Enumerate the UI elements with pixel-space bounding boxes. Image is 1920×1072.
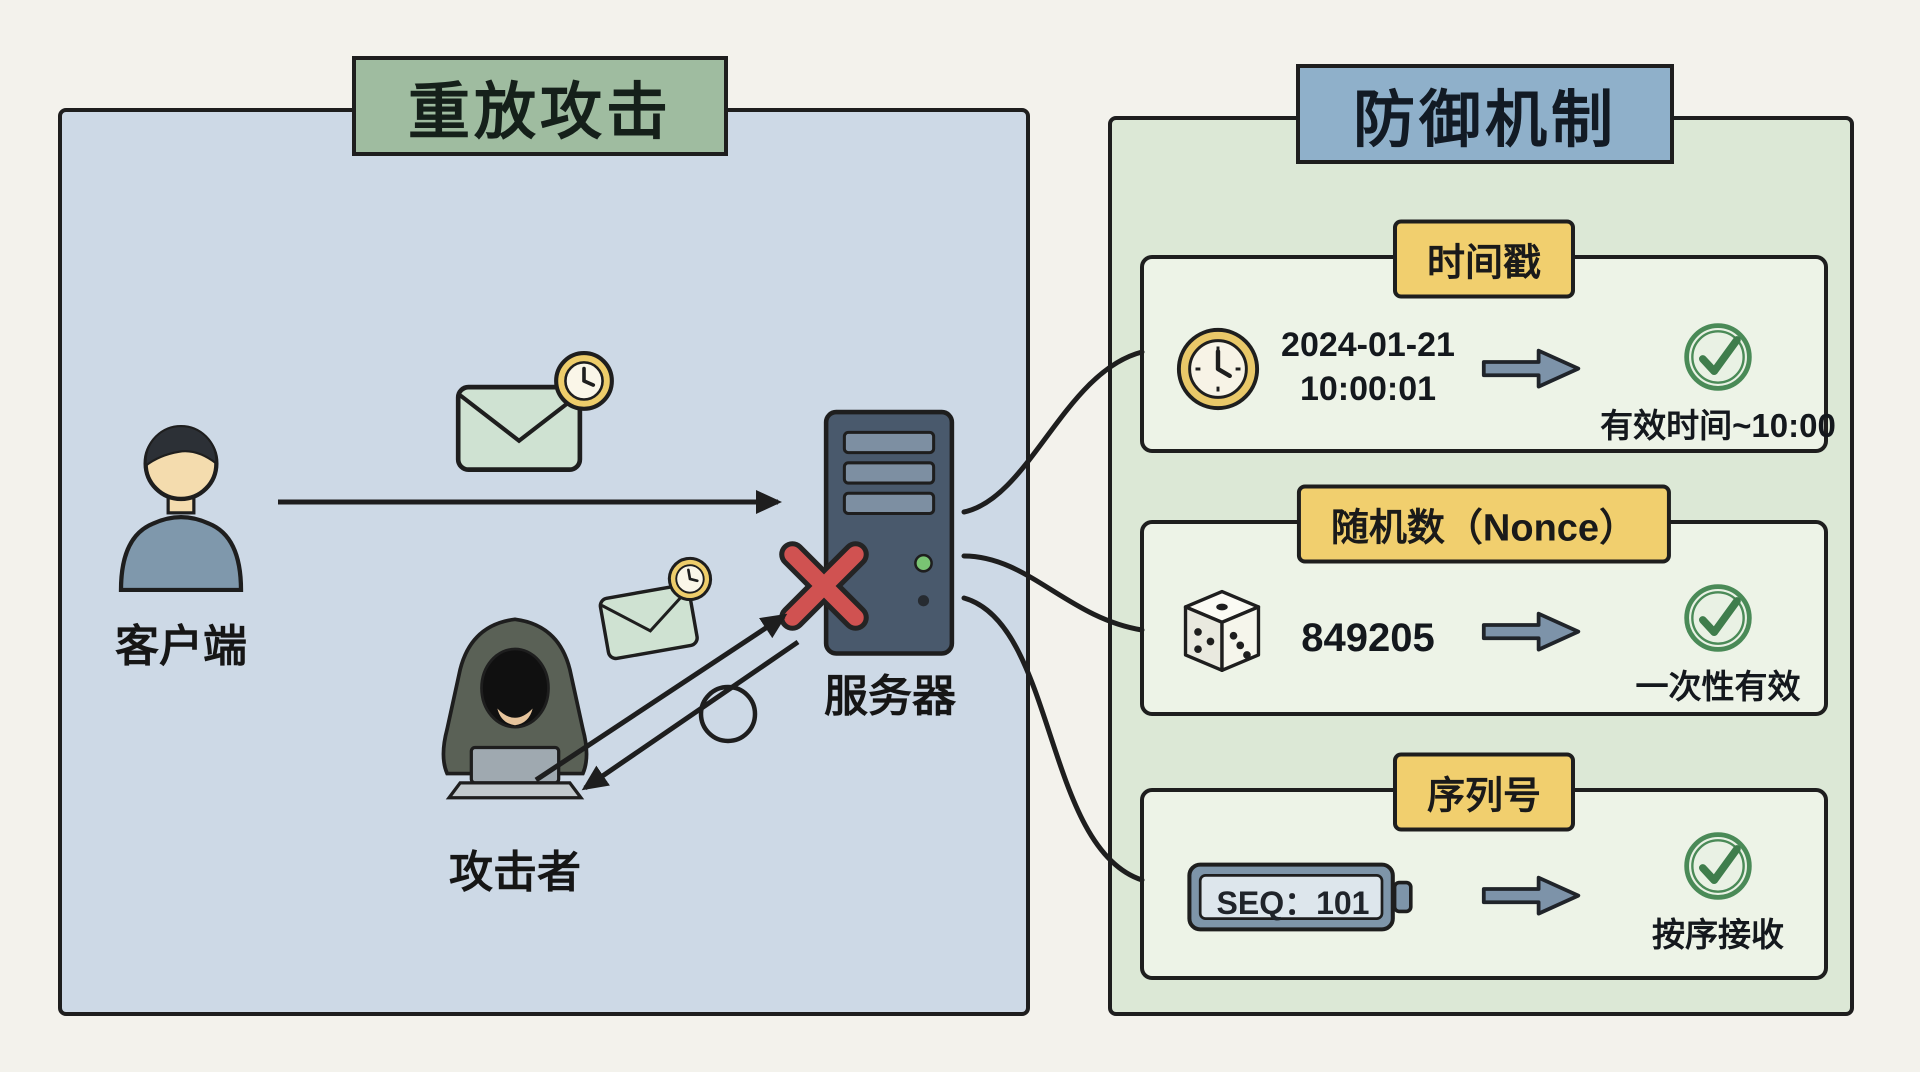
check-icon bbox=[1684, 323, 1752, 391]
clock-icon bbox=[1174, 325, 1262, 418]
client-person-icon bbox=[106, 410, 256, 597]
timestamp-date: 2024-01-21 bbox=[1281, 326, 1455, 364]
check-icon bbox=[1684, 832, 1752, 900]
dice-icon bbox=[1174, 582, 1270, 683]
server-icon bbox=[818, 406, 960, 665]
arrow-right-icon bbox=[1480, 872, 1584, 924]
timestamp-result: 有效时间~10:00 bbox=[1586, 319, 1850, 447]
arrow-right-icon bbox=[1480, 608, 1584, 660]
attacker-hacker-icon bbox=[436, 610, 594, 810]
server-label: 服务器 bbox=[824, 672, 956, 721]
timestamp-time: 10:00:01 bbox=[1299, 370, 1437, 409]
nonce-section: 随机数（Nonce） 849205 bbox=[1140, 484, 1828, 716]
battery-icon bbox=[1184, 852, 1418, 947]
message-envelope-clock-icon bbox=[452, 350, 617, 489]
nonce-result: 一次性有效 bbox=[1586, 580, 1850, 708]
arrow-right-icon bbox=[1480, 345, 1584, 397]
timestamp-section: 时间戳 2024-01-21 10:00:01 有效时间~10:0 bbox=[1140, 219, 1836, 453]
defense-title: 防御机制 bbox=[1296, 64, 1674, 164]
timestamp-value: 2024-01-21 10:00:01 bbox=[1262, 323, 1474, 411]
sequence-result-text: 按序接收 bbox=[1652, 916, 1784, 953]
sequence-value: SEQ：101 bbox=[1216, 885, 1370, 921]
timestamp-tag: 时间戳 bbox=[1392, 219, 1576, 299]
sequence-tag: 序列号 bbox=[1392, 752, 1576, 832]
timestamp-result-text: 有效时间~10:00 bbox=[1600, 407, 1836, 444]
replayed-envelope-clock-icon bbox=[590, 552, 728, 676]
check-icon bbox=[1684, 584, 1752, 652]
reject-x-icon bbox=[768, 530, 880, 647]
nonce-value: 849205 bbox=[1301, 616, 1435, 660]
nonce-tag: 随机数（Nonce） bbox=[1296, 484, 1672, 564]
client-label: 客户端 bbox=[115, 622, 247, 671]
sequence-result: 按序接收 bbox=[1586, 828, 1850, 956]
replay-attack-title: 重放攻击 bbox=[352, 56, 728, 156]
nonce-result-text: 一次性有效 bbox=[1635, 668, 1801, 705]
sequence-section: 序列号 SEQ：101 按序接收 bbox=[1140, 752, 1828, 980]
attacker-label: 攻击者 bbox=[449, 848, 581, 897]
